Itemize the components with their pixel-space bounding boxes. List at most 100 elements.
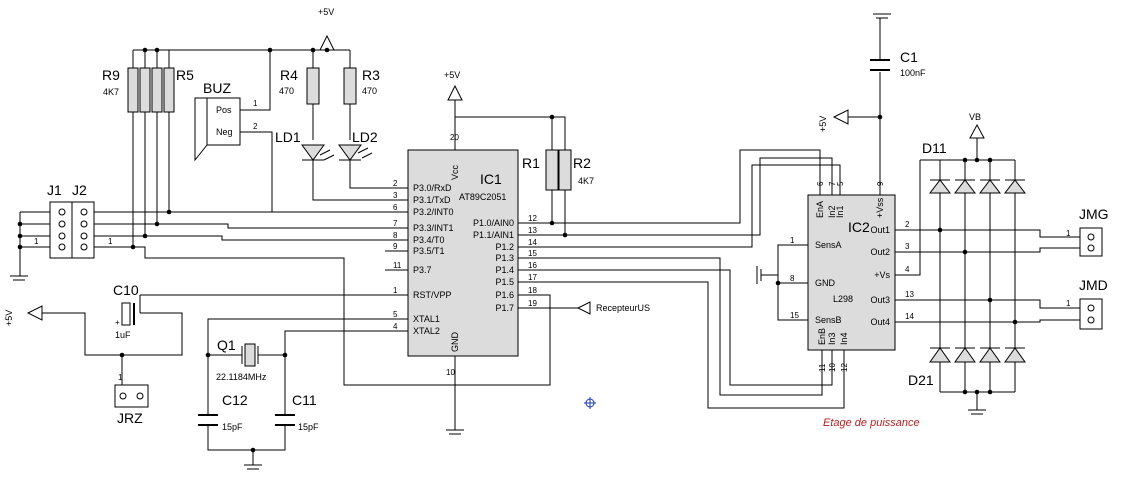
ic2-pin-name: +Vs	[874, 270, 890, 280]
svg-text:1: 1	[108, 237, 113, 246]
ic1-pin-num: 4	[393, 322, 398, 331]
r5-label: R5	[176, 67, 194, 83]
r3-label: R3	[362, 67, 380, 83]
buzzer-buz[interactable]: BUZ Pos Neg 1 2	[194, 80, 258, 162]
svg-text:2: 2	[253, 122, 258, 131]
ic1-pin-num: 11	[393, 261, 402, 270]
ic1-pin-num: 9	[393, 242, 398, 251]
resistor-r1[interactable]: R1	[522, 149, 559, 191]
diode-array-d11[interactable]	[928, 179, 1027, 194]
svg-text:1: 1	[118, 373, 123, 382]
diode	[1004, 347, 1026, 363]
ic1-pin-name: P3.1/TxD	[413, 195, 451, 205]
ic1-pin-num: 15	[528, 249, 537, 258]
vcc-label-left: +5V	[4, 310, 14, 326]
ic2-pin-num: 1	[790, 236, 795, 245]
ic1-pin-num: 5	[393, 310, 398, 319]
ic2-pin-num: 13	[905, 290, 914, 299]
ic2-pin-name: In3	[827, 332, 837, 345]
capacitor-c11[interactable]: C11 15pF	[275, 392, 319, 432]
ic1-pin-name: P1.3	[495, 253, 514, 263]
vcc-symbol-ic1: +5V	[444, 70, 463, 117]
ic2-pin-name: EnA	[815, 201, 825, 218]
resistor-pack-r9-r5[interactable]: R9 R5 4K7	[102, 67, 194, 113]
vb-label: VB	[969, 112, 981, 122]
q1-value: 22.1184MHz	[216, 372, 267, 382]
jmg-label: JMG	[1079, 206, 1109, 222]
buz-label: BUZ	[203, 80, 231, 96]
ic1-pin-name: P3.7	[413, 265, 432, 275]
diode	[979, 347, 1001, 363]
c11-label: C11	[292, 392, 317, 408]
ic1-pin-num: 19	[528, 299, 537, 308]
capacitor-c12[interactable]: C12 15pF	[198, 392, 248, 432]
jmd-label: JMD	[1079, 277, 1108, 293]
ic1-pin-num: 3	[393, 191, 398, 200]
ic2-pin-num: 2	[905, 220, 910, 229]
led-ld2[interactable]: LD2	[338, 129, 378, 161]
connector-jrz[interactable]: JRZ 1	[114, 373, 149, 426]
ic2-pin-num: 11	[818, 363, 827, 372]
ic1-pin-name: P1.5	[495, 277, 514, 287]
ic2-pin-num: 12	[840, 363, 849, 372]
j2-label: J2	[72, 182, 87, 198]
d11-label: D11	[922, 140, 947, 156]
c10-value: 1uF	[115, 330, 131, 340]
ground-symbol-c1	[873, 13, 891, 19]
resistor-r4[interactable]: R4 470	[279, 67, 320, 105]
r9-value: 4K7	[103, 87, 119, 97]
resistor-r3[interactable]: R3 470	[343, 67, 380, 105]
c1-label: C1	[900, 49, 918, 65]
ic2-pin-name: In1	[835, 205, 845, 218]
connector-j1-j2[interactable]: J1 J2 1 1	[34, 182, 113, 259]
vcc-symbol-ic2: +5V	[818, 109, 849, 132]
connector-jmd[interactable]: JMD 1	[1066, 277, 1108, 330]
c1-value: 100nF	[900, 68, 926, 78]
diode	[929, 347, 951, 363]
capacitor-c1[interactable]: C1 100nF	[870, 49, 926, 78]
ic1-pin-num: 1	[393, 286, 398, 295]
svg-text:1: 1	[1066, 299, 1071, 308]
svg-text:1: 1	[34, 237, 39, 246]
capacitor-c10[interactable]: C10 + 1uF	[113, 282, 139, 340]
connector-jmg[interactable]: JMG 1	[1066, 206, 1109, 257]
c12-value: 15pF	[222, 422, 243, 432]
diode-array-d21[interactable]	[929, 347, 1026, 363]
ic1-pin-name: P1.4	[495, 265, 514, 275]
ic2-pin-name: In2	[827, 205, 837, 218]
ic1-pin-num: 6	[393, 203, 398, 212]
ic1-vcc-label: Vcc	[450, 164, 460, 180]
ic1-pin-name: RST/VPP	[413, 290, 452, 300]
ic1-pin-name: P1.2	[495, 242, 514, 252]
ground-symbol-ic1	[446, 429, 464, 435]
svg-text:1: 1	[1066, 229, 1071, 238]
ic2-pin-num: 9	[876, 181, 885, 186]
ic2-pin-name: Out1	[870, 225, 890, 235]
crystal-q1[interactable]: Q1 22.1184MHz	[216, 337, 267, 382]
ic1-pin-name: P1.6	[495, 290, 514, 300]
etage-label: Etage de puissance	[823, 417, 920, 429]
svg-text:1: 1	[253, 99, 258, 108]
vcc-symbol-top: +5V	[318, 7, 335, 52]
ic1-pin-num: 14	[528, 238, 537, 247]
ic1-pin-name: P3.3/INT1	[413, 223, 454, 233]
vb-symbol: VB	[969, 112, 985, 139]
r1-label: R1	[522, 155, 540, 171]
ground-symbol-xtal	[244, 464, 262, 470]
ic2-label: IC2	[848, 219, 870, 235]
resistor-r2[interactable]: R2 4K7	[558, 149, 594, 191]
c12-label: C12	[222, 392, 248, 408]
ic1-pin-num: 16	[528, 261, 537, 270]
led-ld1[interactable]: LD1	[275, 129, 335, 161]
ic1-part: AT89C2051	[459, 192, 506, 202]
ic2-pin-num: 10	[828, 363, 837, 372]
ic2-pin-num: 7	[828, 181, 837, 186]
ic1-pin-num: 7	[393, 219, 398, 228]
ic2-pin-num: 14	[905, 312, 914, 321]
ic1-pin-num: 13	[528, 226, 537, 235]
j1-label: J1	[47, 182, 62, 198]
